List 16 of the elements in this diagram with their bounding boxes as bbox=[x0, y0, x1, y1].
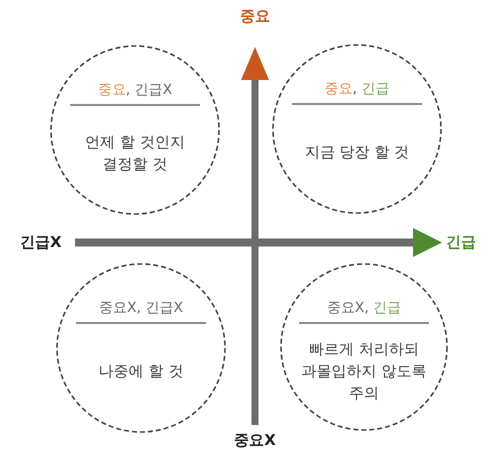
axis-label: 중요X bbox=[234, 431, 276, 449]
quadrant-text: 나중에 할 것 bbox=[98, 361, 184, 382]
quadrant-circle bbox=[56, 263, 226, 433]
quadrant-heading: 중요, 긴급 bbox=[324, 80, 390, 98]
axis-label: 긴급 bbox=[446, 233, 476, 251]
axis-label: 긴급X bbox=[20, 233, 62, 251]
quadrant-text: 지금 당장 할 것 bbox=[304, 142, 410, 163]
quadrant-heading: 중요, 긴급X bbox=[98, 81, 172, 99]
quadrant-circle bbox=[280, 263, 448, 431]
axis-label: 중요 bbox=[240, 7, 270, 25]
quadrant-circle bbox=[50, 45, 220, 215]
quadrant-heading: 중요X, 긴급X bbox=[98, 299, 184, 317]
quadrant-text: 언제 할 것인지 결정할 것 bbox=[84, 132, 186, 175]
quadrant-heading: 중요X, 긴급 bbox=[326, 299, 402, 317]
quadrant-circle bbox=[272, 44, 442, 214]
quadrant-text: 빠르게 처리하되 과몰입하지 않도록 주의 bbox=[300, 339, 428, 404]
